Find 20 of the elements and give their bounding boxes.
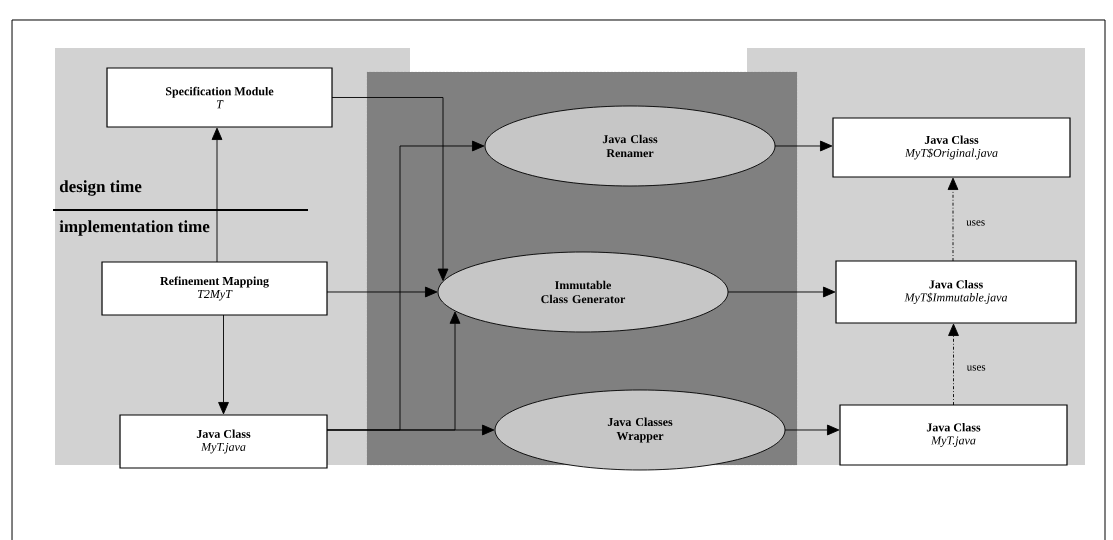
class-box: Refinement Mapping T2MyT: [101, 261, 328, 316]
arrow: [948, 323, 959, 406]
arrow: [947, 177, 959, 262]
arrow: [774, 140, 833, 152]
phase-label: implementation time: [59, 220, 210, 236]
class-box: Specification Module T: [106, 67, 333, 128]
class-box: Java Class MyT.java: [839, 404, 1068, 466]
class-box: Java Class MyT$Original.java: [832, 117, 1071, 178]
arrow: [211, 127, 223, 263]
class-box: Java Class MyT.java: [119, 414, 328, 469]
phase-label: design time: [59, 180, 142, 196]
edge-label: uses: [965, 219, 987, 227]
class-box: Java Class MyT$Immutable.java: [835, 260, 1077, 324]
arrow: [727, 286, 836, 298]
arrow: [326, 424, 495, 436]
arrow: [331, 97, 449, 281]
arrow: [326, 286, 438, 298]
edge-label: uses: [965, 364, 987, 372]
arrow: [218, 314, 229, 415]
arrow: [784, 424, 840, 436]
